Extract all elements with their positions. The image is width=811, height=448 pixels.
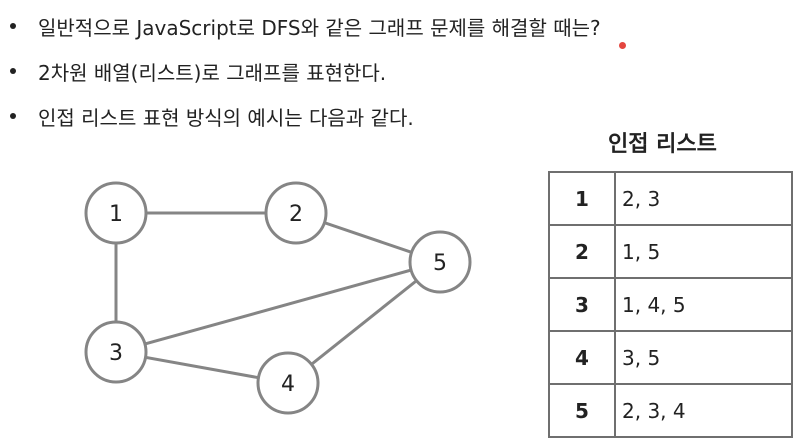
table-cell-node: 2 (550, 226, 616, 277)
table-cell-neighbors: 3, 5 (622, 345, 661, 370)
annotation-dot-icon (619, 42, 626, 49)
graph-node-circle (84, 320, 148, 384)
bullet-text: 인접 리스트 표현 방식의 예시는 다음과 같다. (38, 105, 414, 130)
bullet-item: 2차원 배열(리스트)로 그래프를 표현한다. (8, 59, 601, 85)
table-title: 인접 리스트 (608, 132, 717, 157)
table-row: 1 2, 3 (550, 173, 791, 226)
graph-node-2: 2 (264, 181, 328, 245)
bullet-dot-icon (10, 23, 16, 29)
graph-node-label: 4 (281, 372, 295, 397)
graph-node-label: 1 (109, 202, 123, 227)
bullet-dot-icon (10, 113, 16, 119)
table-row: 3 1, 4, 5 (550, 279, 791, 332)
graph-node-label: 3 (109, 341, 123, 366)
graph-node-circle (408, 230, 472, 294)
bullet-text: 2차원 배열(리스트)로 그래프를 표현한다. (38, 60, 387, 85)
bullet-item: 인접 리스트 표현 방식의 예시는 다음과 같다. (8, 104, 601, 130)
table-cell-neighbors: 1, 5 (622, 239, 661, 264)
table-cell-node: 5 (550, 385, 616, 436)
graph-node-label: 2 (289, 202, 303, 227)
table-cell-neighbors: 2, 3, 4 (622, 398, 686, 423)
graph-nodes: 1 2 3 4 5 (84, 181, 472, 415)
graph-node-circle (264, 181, 328, 245)
bullet-list: 일반적으로 JavaScript로 DFS와 같은 그래프 문제를 해결할 때는… (8, 14, 601, 149)
graph-node-3: 3 (84, 320, 148, 384)
table-cell-neighbors: 1, 4, 5 (622, 292, 686, 317)
graph-edge-4-5 (287, 260, 441, 385)
graph-node-circle (84, 181, 148, 245)
graph-edge-3-5 (115, 260, 441, 354)
table-cell-node: 1 (550, 173, 616, 224)
table-cell-node: 3 (550, 279, 616, 330)
bullet-dot-icon (10, 68, 16, 74)
table-row: 4 3, 5 (550, 332, 791, 385)
table-cell-node: 4 (550, 332, 616, 383)
graph-node-label: 5 (433, 251, 447, 276)
table-row: 2 1, 5 (550, 226, 791, 279)
bullet-item: 일반적으로 JavaScript로 DFS와 같은 그래프 문제를 해결할 때는… (8, 14, 601, 40)
graph-node-circle (256, 351, 320, 415)
graph-node-1: 1 (84, 181, 148, 245)
graph-node-5: 5 (408, 230, 472, 294)
graph-node-4: 4 (256, 351, 320, 415)
table-cell-neighbors: 2, 3 (622, 186, 661, 211)
table-row: 5 2, 3, 4 (550, 385, 791, 436)
bullet-text: 일반적으로 JavaScript로 DFS와 같은 그래프 문제를 해결할 때는… (38, 15, 601, 40)
adjacency-table: 1 2, 3 2 1, 5 3 1, 4, 5 4 3, 5 5 2, 3, 4 (548, 171, 793, 438)
